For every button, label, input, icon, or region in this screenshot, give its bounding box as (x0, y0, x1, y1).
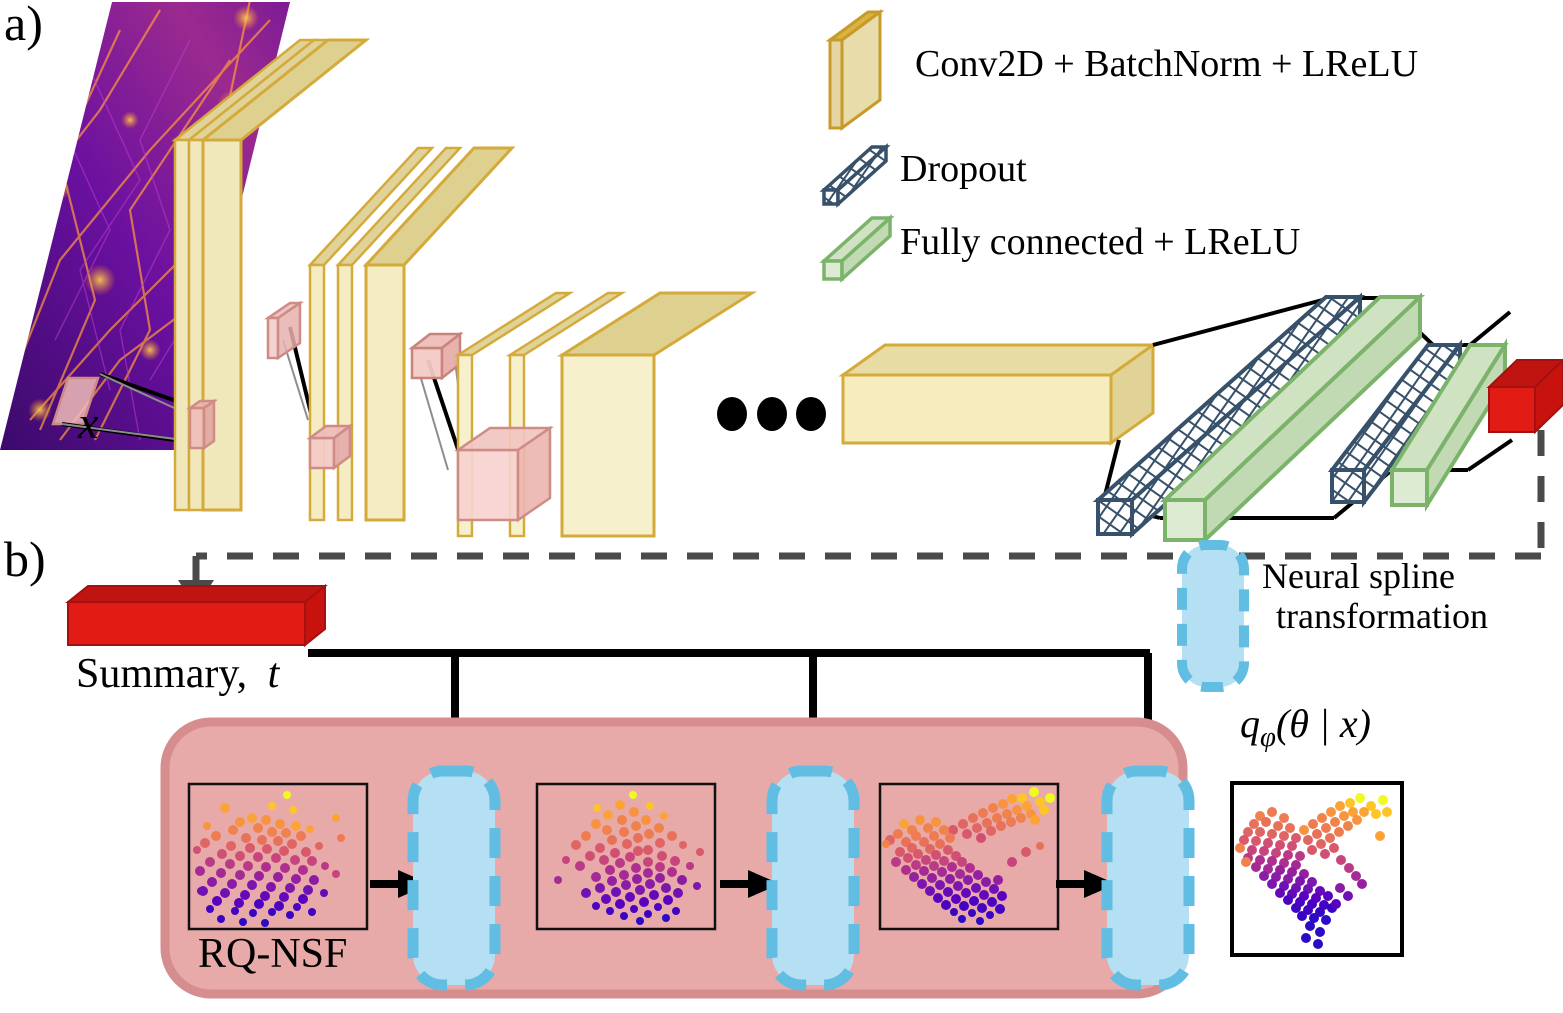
conv-stack-1 (171, 38, 371, 512)
spline-legend-line1: Neural spline (1262, 556, 1455, 596)
fully-connected-layer-2 (1388, 338, 1509, 512)
scatter-panel-3 (878, 782, 1060, 931)
posterior-label-phi: φ (1260, 721, 1276, 754)
legend-conv-slab-icon (825, 9, 885, 131)
posterior-label-args: (θ | x) (1275, 701, 1371, 746)
legend-fc-tube-icon (819, 214, 895, 283)
dropout-layer-2 (1327, 339, 1465, 508)
posterior-label: qφ(θ | x) (1240, 700, 1371, 754)
spline-legend-line2: transformation (1276, 596, 1488, 637)
panel-a-label: a) (4, 0, 43, 51)
neural-spline-block-3 (1101, 765, 1195, 991)
neural-spline-block-1 (407, 765, 501, 991)
legend-label-conv: Conv2D + BatchNorm + LReLU (915, 43, 1419, 85)
neural-spline-block-2 (766, 765, 860, 991)
summary-label-text: Summary, (76, 651, 248, 697)
conv-stack-2 (306, 146, 516, 522)
scatter-to-spline-arrow-2 (720, 870, 780, 898)
conv-stack-3 (453, 291, 758, 538)
legend-spline-block-icon (1177, 540, 1249, 692)
summary-block-panel-b (65, 583, 328, 648)
input-field-image (0, 2, 290, 450)
input-label-x: x (78, 397, 99, 448)
summary-trace-dashed-line (192, 430, 1545, 584)
spline-legend-label: Neural spline transformation (1262, 556, 1562, 637)
posterior-plot-panel (1230, 781, 1404, 957)
legend-label-fc: Fully connected + LReLU (900, 221, 1301, 263)
ellipsis-dots (717, 397, 826, 431)
posterior-label-q: q (1240, 701, 1260, 746)
legend-label-dropout: Dropout (900, 148, 1027, 190)
summary-label: Summary, t (76, 650, 279, 698)
fully-connected-layer-1 (1159, 292, 1426, 545)
summary-symbol-t: t (267, 651, 280, 697)
legend-dropout-tube-icon (819, 143, 891, 208)
projection-guide-1 (61, 373, 184, 441)
scatter-to-spline-arrow-3 (1056, 870, 1116, 898)
summary-output-block (1486, 358, 1563, 435)
panel-b-label: b) (4, 531, 46, 587)
scatter-panel-2 (535, 782, 717, 931)
kernel-patch-magnified-2 (408, 331, 464, 381)
rqnsf-container-label: RQ-NSF (198, 931, 348, 977)
scatter-panel-1 (187, 782, 369, 931)
flattened-conv-block (838, 342, 1158, 446)
